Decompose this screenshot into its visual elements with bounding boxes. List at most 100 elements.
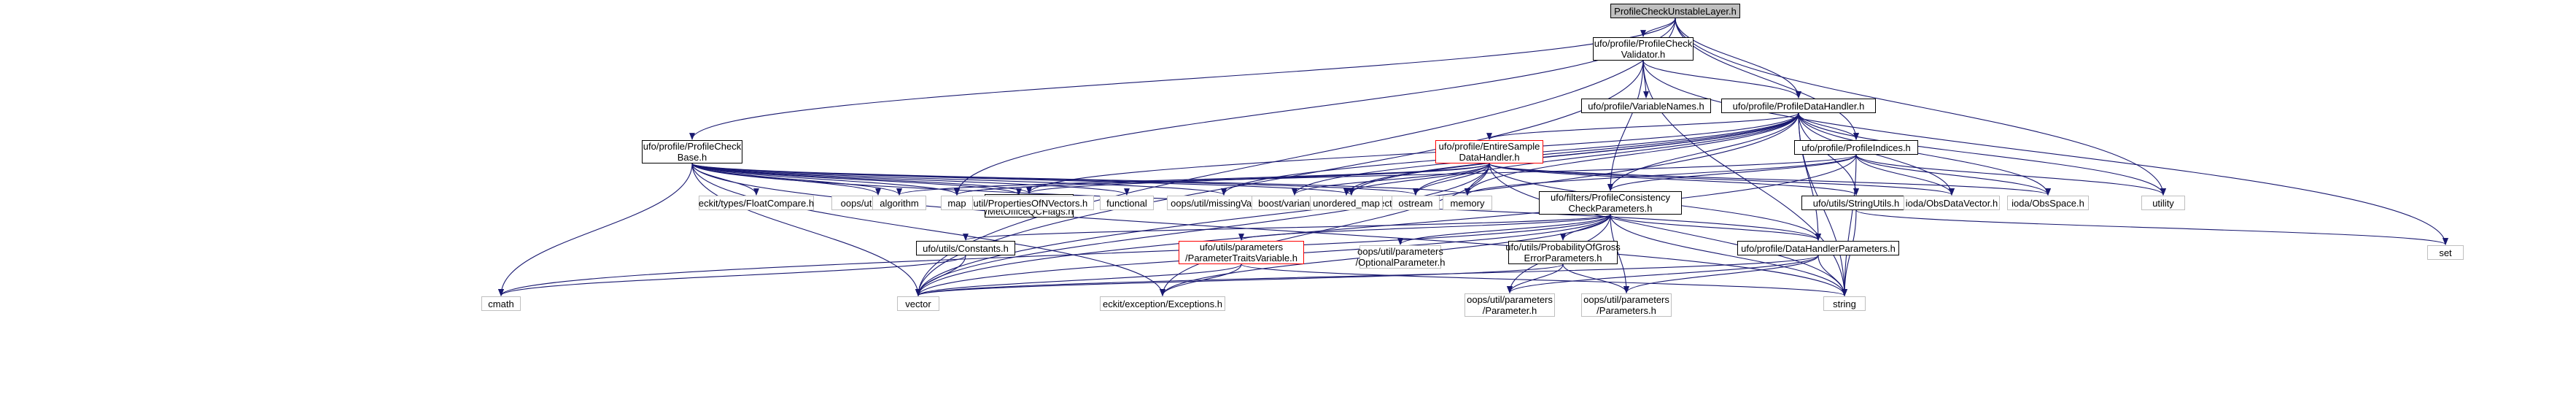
node-exceptions: eckit/exception/Exceptions.h [1100, 296, 1225, 311]
edge-pge-vector [915, 263, 1564, 296]
node-label-line: ErrorParameters.h [1524, 253, 1602, 263]
edge-pccp-ptv [1238, 214, 1611, 241]
node-label-line: functional [1106, 197, 1147, 209]
node-label-line: ufo/profile/ProfileIndices.h [1801, 142, 1911, 153]
node-label-line: unordered_map [1313, 197, 1380, 209]
node-parameter: oops/util/parameters/Parameter.h [1464, 293, 1555, 317]
edge-pi-osp [1855, 154, 2051, 196]
edge-esdh-odv [1489, 163, 1955, 196]
node-label-line: oops/util/parameters [1583, 294, 1669, 305]
edge-pdh-utility [1798, 112, 2166, 196]
node-label-line: ioda/ObsSpace.h [2011, 197, 2084, 209]
node-string: string [1823, 296, 1866, 311]
node-label-line: eckit/types/FloatCompare.h [698, 197, 815, 209]
node-label-line: algorithm [880, 197, 919, 209]
node-properties-of-n-vectors: oops/util/PropertiesOfNVectors.h [944, 196, 1094, 210]
edge-dhp-vector [915, 255, 1819, 296]
node-set: set [2427, 245, 2464, 260]
edge-root-pcb [689, 18, 1676, 140]
edge-pdh-esdh [1486, 112, 1799, 140]
node-label-line: ufo/profile/EntireSample [1438, 141, 1540, 152]
edge-pcv-set [1642, 60, 2448, 245]
edge-pi-utility [1855, 154, 2166, 196]
edge-pcb-memory [691, 163, 1470, 196]
node-unordered-map: unordered_map [1310, 196, 1383, 210]
edge-ptv-string [1241, 263, 1847, 296]
edge-dhp-param [1507, 255, 1819, 293]
node-parameters: oops/util/parameters/Parameters.h [1581, 293, 1672, 317]
edge-pdh-bv [1292, 112, 1799, 196]
node-label-line: cmath [488, 298, 514, 309]
node-label-line: ufo/utils/ProbabilityOfGross [1505, 242, 1621, 253]
node-label-line: oops/util/parameters [1357, 246, 1443, 257]
edge-esdh-exc [1160, 163, 1490, 296]
edge-su-set [1855, 209, 2448, 245]
node-string-utils[interactable]: ufo/utils/StringUtils.h [1801, 196, 1911, 210]
node-memory: memory [1443, 196, 1492, 210]
edge-const-cmath [498, 255, 966, 296]
edge-pcb-cmath [498, 163, 693, 296]
node-label-line: ufo/profile/ProfileDataHandler.h [1732, 100, 1865, 112]
edge-pccp-const [963, 214, 1611, 241]
edge-pi-string [1842, 154, 1857, 296]
node-label-line: /Parameter.h [1482, 305, 1537, 316]
edge-pccp-dhp [1610, 214, 1821, 241]
edge-pccp-op [1397, 214, 1611, 245]
node-parameter-traits-variable[interactable]: ufo/utils/parameters/ParameterTraitsVari… [1179, 241, 1304, 264]
node-profile-data-handler[interactable]: ufo/profile/ProfileDataHandler.h [1721, 99, 1876, 113]
node-label-line: vector [905, 298, 931, 309]
edge-esdh-su [1489, 163, 1859, 196]
node-label-line: utility [2152, 197, 2174, 209]
node-data-handler-parameters[interactable]: ufo/profile/DataHandlerParameters.h [1737, 241, 1899, 255]
node-functional: functional [1100, 196, 1154, 210]
node-label-line: oops/util/parameters [1467, 294, 1553, 305]
node-label-line: DataHandler.h [1459, 152, 1520, 163]
node-label-line: ufo/utils/parameters [1199, 242, 1284, 253]
node-label-line: memory [1450, 197, 1485, 209]
node-map: map [941, 196, 973, 210]
node-cmath: cmath [481, 296, 521, 311]
node-label-line: set [2439, 247, 2452, 258]
edge-pccp-cmath [498, 214, 1611, 296]
node-utility: utility [2141, 196, 2185, 210]
node-label-line: oops/util/PropertiesOfNVectors.h [950, 197, 1088, 209]
edge-dhp-string [1817, 255, 1847, 296]
node-profile-check-unstable-layer[interactable]: ProfileCheckUnstableLayer.h [1610, 4, 1740, 18]
node-label-line: ProfileCheckUnstableLayer.h [1614, 5, 1737, 17]
edge-root-map [954, 18, 1676, 196]
node-constants[interactable]: ufo/utils/Constants.h [916, 241, 1015, 255]
edge-dhp-params [1623, 255, 1819, 293]
node-vector: vector [897, 296, 939, 311]
node-float-compare: eckit/types/FloatCompare.h [699, 196, 814, 210]
node-label-line: /OptionalParameter.h [1355, 257, 1446, 268]
node-label-line: ufo/profile/DataHandlerParameters.h [1741, 242, 1896, 254]
edge-pcb-mv [691, 163, 1227, 196]
node-variable-names[interactable]: ufo/profile/VariableNames.h [1581, 99, 1711, 113]
node-profile-indices[interactable]: ufo/profile/ProfileIndices.h [1794, 140, 1918, 155]
edge-pdh-osp [1798, 112, 2051, 196]
node-label-line: Base.h [677, 152, 707, 163]
edge-pcb-vector [691, 163, 921, 296]
node-label-line: ufo/profile/ProfileCheck [1594, 38, 1693, 49]
edge-pdh-ostream [1413, 112, 1799, 196]
node-label-line: ufo/profile/ProfileCheck [643, 141, 742, 152]
edge-esdh-ostream [1413, 163, 1490, 196]
node-obs-space: ioda/ObsSpace.h [2007, 196, 2089, 210]
node-label-line: map [947, 197, 966, 209]
edge-esdh-string [1489, 163, 1847, 296]
edge-pi-map [954, 154, 1857, 196]
node-label-line: string [1833, 298, 1856, 309]
edge-esdh-bv [1292, 163, 1490, 196]
edge-pccp-string [1610, 214, 1847, 296]
edge-esdh-osp [1489, 163, 2051, 196]
edge-pdh-memory [1464, 112, 1799, 196]
node-ostream: ostream [1392, 196, 1440, 210]
edge-esdh-umap [1343, 163, 1490, 196]
node-label-line: ufo/utils/Constants.h [923, 242, 1009, 254]
